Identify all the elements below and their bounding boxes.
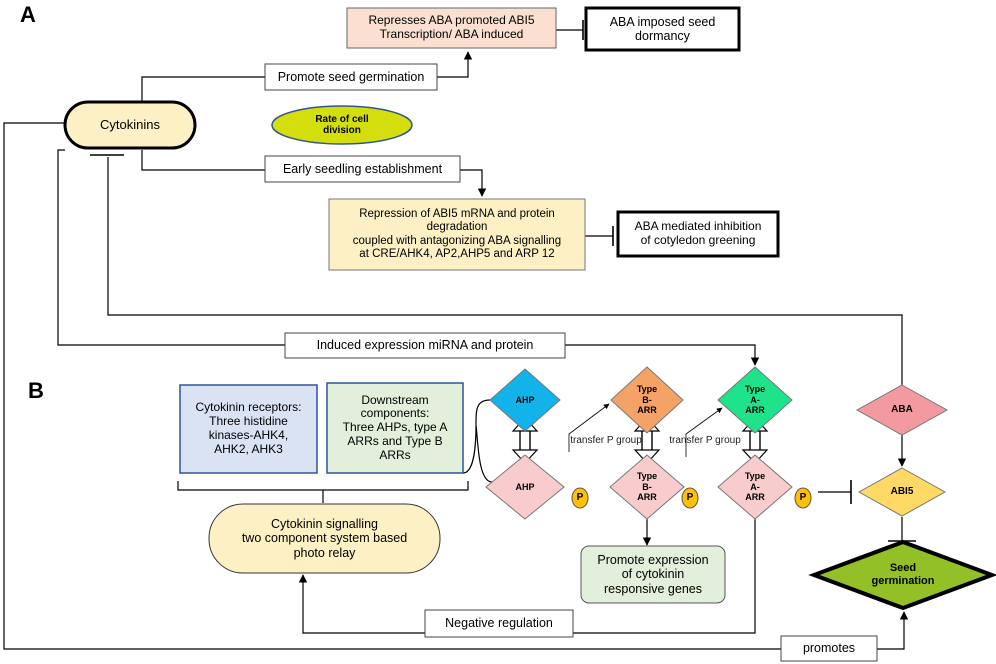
negative-regulation-shape: [424, 609, 574, 638]
repression-abi5-shape: [328, 198, 586, 271]
edge-transfer-2: [685, 407, 723, 457]
receptors-label: Cytokinin receptors: Three histidine kin…: [195, 400, 302, 456]
aba-cotyledon-shape: [616, 210, 780, 258]
seed-germination-label: Seed germination: [871, 562, 935, 587]
p-label-2: P: [686, 492, 694, 504]
aba-dormancy-shape: [584, 6, 741, 52]
negative-regulation-label: Negative regulation: [445, 616, 553, 631]
edge-cyto-outer-loop: [3, 122, 781, 650]
early-seedling-shape: [264, 155, 461, 183]
aba-dormancy-label: ABA imposed seed dormancy: [609, 14, 716, 43]
p-label-1: P: [576, 492, 584, 504]
edge-typea-negative-regulation: [573, 516, 756, 634]
brace-receptors: [177, 481, 469, 491]
transfer-p-label-2: transfer P group: [669, 435, 741, 447]
promote-germination-label: Promote seed germination: [277, 69, 425, 84]
early-seedling-label: Early seedling establishment: [282, 161, 443, 176]
shapes: [63, 6, 996, 662]
edge-aba-to-cytokinins: [107, 157, 903, 385]
abi5-shape: [857, 467, 947, 517]
edge-cyto-to-early-seedling: [141, 150, 265, 171]
aba-label: ABA: [891, 404, 913, 416]
typea-bottom-shape: [717, 454, 793, 520]
typeb-bottom-shape: [609, 454, 685, 520]
downstream-label: Downstream components: Three AHPs, type …: [342, 392, 448, 462]
typea-top-shape: [717, 366, 793, 434]
edge-promote-germination-to-represses: [437, 51, 473, 78]
ahp-top-label: AHP: [515, 394, 535, 405]
ahp-top-shape: [489, 368, 561, 432]
abi5-label: ABI5: [890, 486, 914, 498]
cytokinins-label: Cytokinins: [100, 116, 160, 132]
typeb-top-shape: [610, 366, 684, 434]
promotes-label: promotes: [802, 641, 856, 656]
brace-to-diamonds: [462, 399, 493, 483]
ahp-bottom-shape: [485, 454, 565, 520]
p-label-3: P: [799, 492, 807, 504]
rate-cell-division-label: Rate of cell division: [315, 113, 369, 137]
induced-expression-shape: [284, 332, 566, 359]
edge-induced-expression-to-typea: [565, 344, 760, 366]
promotes-shape: [780, 635, 878, 662]
promote-germination-shape: [264, 63, 438, 91]
typea-bottom-label: Type A- ARR: [744, 471, 766, 503]
typeb-bottom-label: Type B- ARR: [636, 471, 658, 503]
p-circle-2: [681, 487, 699, 509]
edge-cyto-to-induced-expression: [57, 149, 285, 346]
rate-cell-division-shape: [271, 105, 413, 145]
promote-expression-shape: [580, 545, 726, 604]
repression-abi5-label: Repression of ABI5 mRNA and protein degr…: [352, 208, 562, 260]
edge-negative-regulation-to-signalling: [298, 574, 425, 634]
induced-expression-label: Induced expression miRNA and protein: [316, 338, 534, 353]
promote-expression-label: Promote expression of cytokinin responsi…: [597, 552, 709, 596]
edge-early-seedling-to-repression: [460, 169, 487, 197]
transfer-p-label-1: transfer P group: [570, 435, 642, 447]
ahp-bottom-label: AHP: [515, 481, 535, 492]
downstream-shape: [326, 382, 464, 474]
p-circle-1: [571, 487, 589, 509]
represses-abi5-shape: [346, 7, 557, 49]
panel-label-b: B: [28, 378, 44, 403]
panel-label-a: A: [20, 2, 36, 27]
typeb-top-label: Type B- ARR: [636, 384, 658, 416]
edge-transfer-1: [568, 403, 610, 452]
edge-promotes-to-seed-germination: [877, 611, 909, 650]
cytokinin-signalling-label: Cytokinin signalling two component syste…: [241, 516, 408, 560]
seed-germination-shape: [808, 539, 996, 611]
receptors-shape: [179, 384, 318, 474]
p-circle-3: [794, 487, 812, 509]
edge-cyto-to-promote-germination: [141, 76, 265, 102]
typea-top-label: Type A- ARR: [744, 384, 766, 416]
cytokinin-signalling-shape: [208, 503, 441, 574]
aba-shape: [855, 384, 949, 436]
cytokinins-node-shape: [63, 100, 197, 150]
represses-abi5-label: Represses ABA promoted ABI5 Transcriptio…: [368, 13, 535, 41]
aba-cotyledon-label: ABA mediated inhibition of cotyledon gre…: [634, 219, 762, 247]
connectors: [3, 20, 916, 650]
